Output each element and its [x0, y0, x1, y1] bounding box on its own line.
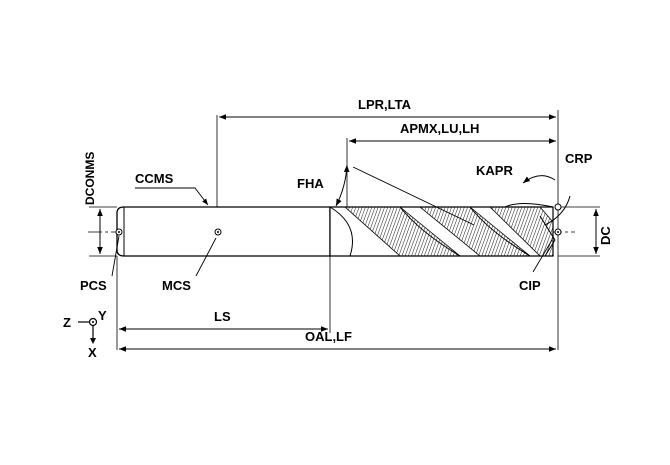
angle-arcs — [335, 164, 571, 226]
mcs-label: MCS — [162, 278, 191, 293]
crp-point — [554, 203, 562, 211]
apmx-label: APMX,LU,LH — [400, 121, 479, 136]
dimension-lines — [97, 114, 599, 352]
cip-label: CIP — [519, 278, 541, 293]
shank — [116, 206, 331, 257]
lpr-label: LPR,LTA — [358, 97, 412, 112]
dconms-label: DCONMS — [83, 152, 97, 205]
axis-x-label: X — [88, 345, 97, 360]
ccms-label: CCMS — [135, 171, 174, 186]
pcs-label: PCS — [80, 278, 107, 293]
axis-z-label: Z — [63, 315, 71, 330]
leader-lines — [111, 166, 553, 277]
flute-body — [329, 203, 556, 257]
ls-label: LS — [214, 309, 231, 324]
crp-label: CRP — [565, 151, 593, 166]
axis-y-label: Y — [98, 308, 107, 323]
dc-label: DC — [598, 226, 613, 245]
kapr-label: KAPR — [476, 163, 513, 178]
axis-symbol — [78, 317, 98, 344]
fha-label: FHA — [297, 176, 324, 191]
reference-points — [115, 203, 562, 236]
oal-label: OAL,LF — [305, 329, 352, 344]
